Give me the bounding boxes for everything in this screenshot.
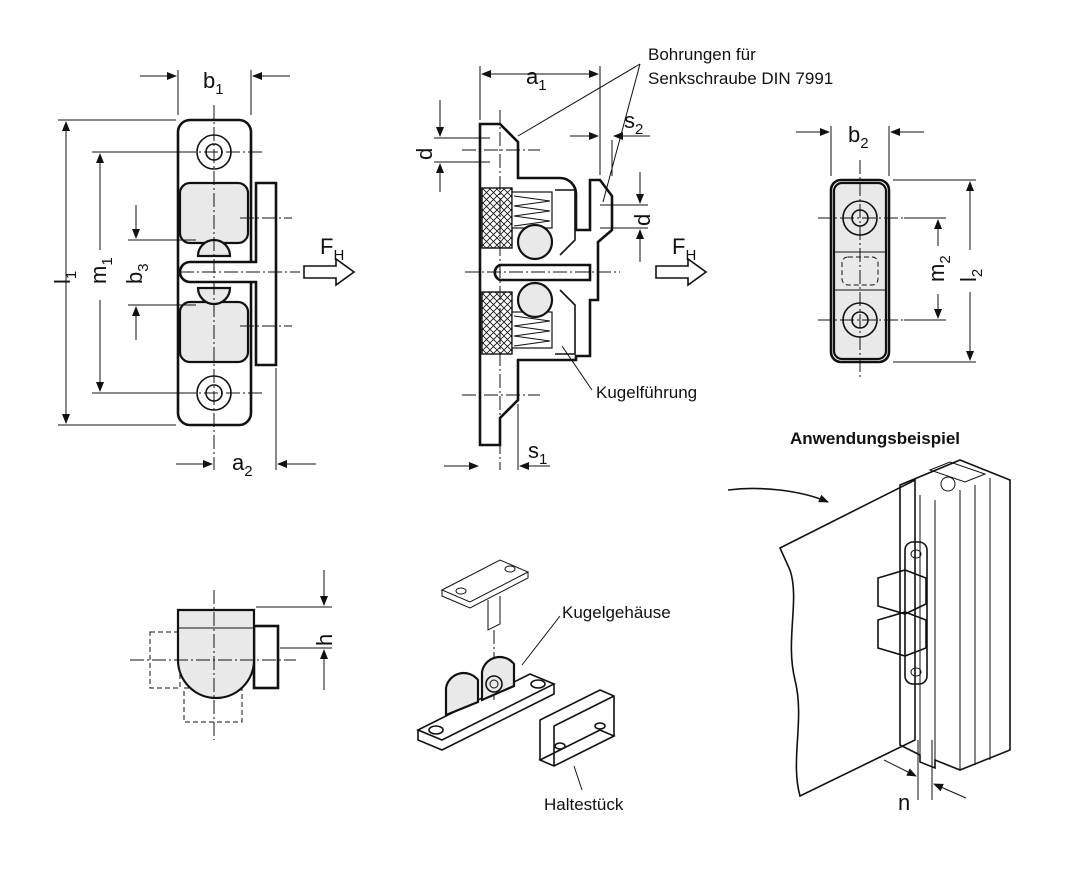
isometric-view <box>416 559 616 791</box>
note-bohrungen-2: Senkschraube DIN 7991 <box>648 69 833 88</box>
side-housing <box>176 608 256 700</box>
ball-lower <box>196 286 232 306</box>
note-kugelgehaeuse: Kugelgehäuse <box>562 603 671 622</box>
label-fh-mid: FH <box>672 234 696 264</box>
spring-lower <box>511 311 553 349</box>
retaining-piece <box>178 181 278 367</box>
label-d-right: d <box>630 214 655 226</box>
section-ball-lower <box>516 281 554 319</box>
label-fh-left: FH <box>320 234 344 264</box>
panel <box>778 478 916 798</box>
label-a1: a1 <box>526 64 547 94</box>
force-arrow-left <box>303 257 356 287</box>
note-kugelfuehrung: Kugelführung <box>596 383 697 402</box>
ball-guide-upper <box>555 189 576 256</box>
force-arrow-middle <box>655 257 708 287</box>
label-s1: s1 <box>528 438 547 468</box>
aluminium-profile <box>899 459 1011 771</box>
label-l2: l2 <box>956 269 986 282</box>
hatch-lower <box>481 291 513 355</box>
label-s2: s2 <box>624 108 643 138</box>
mounted-housing <box>904 541 928 685</box>
label-b1: b1 <box>203 68 224 98</box>
label-a2: a2 <box>232 450 253 480</box>
label-b2: b2 <box>848 122 869 152</box>
iso-block-1 <box>444 671 480 717</box>
note-bohrungen-1: Bohrungen für <box>648 45 756 64</box>
label-m2: m2 <box>924 255 954 282</box>
section-ball-upper <box>516 223 554 261</box>
front-view <box>58 70 356 470</box>
hatch-upper <box>481 187 513 249</box>
ball-guide-lower <box>555 289 576 355</box>
iso-block-2 <box>480 655 516 702</box>
side-view <box>130 570 332 740</box>
application-example <box>727 459 1011 800</box>
label-m1: m1 <box>86 257 116 284</box>
iso-retaining-piece <box>538 729 616 767</box>
title-anwendungsbeispiel: Anwendungsbeispiel <box>790 429 960 448</box>
note-haltestueck: Haltestück <box>544 795 624 814</box>
side-retaining-piece <box>252 624 280 690</box>
section-view <box>434 63 708 470</box>
label-h: h <box>312 634 337 646</box>
ball-housing-view <box>796 126 976 380</box>
label-d-top: d <box>412 148 437 160</box>
label-l1: l1 <box>50 271 80 284</box>
label-n: n <box>898 790 910 815</box>
label-b3: b3 <box>122 263 152 284</box>
spring-upper <box>511 191 553 229</box>
